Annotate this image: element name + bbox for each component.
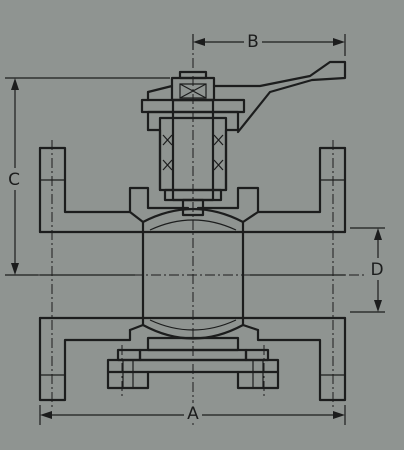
dimension-b-label: B (247, 32, 259, 52)
dimension-c-label: C (8, 170, 20, 190)
center-lines (25, 40, 385, 425)
dimension-d-label: D (370, 260, 383, 280)
dimension-b: B (192, 31, 346, 56)
lever-handle (146, 60, 347, 134)
dimension-d: D (350, 227, 388, 313)
dimension-a-label: A (187, 404, 199, 424)
dimension-c: C (4, 77, 170, 276)
bottom-cover (106, 336, 280, 390)
dimension-a: A (39, 403, 346, 425)
